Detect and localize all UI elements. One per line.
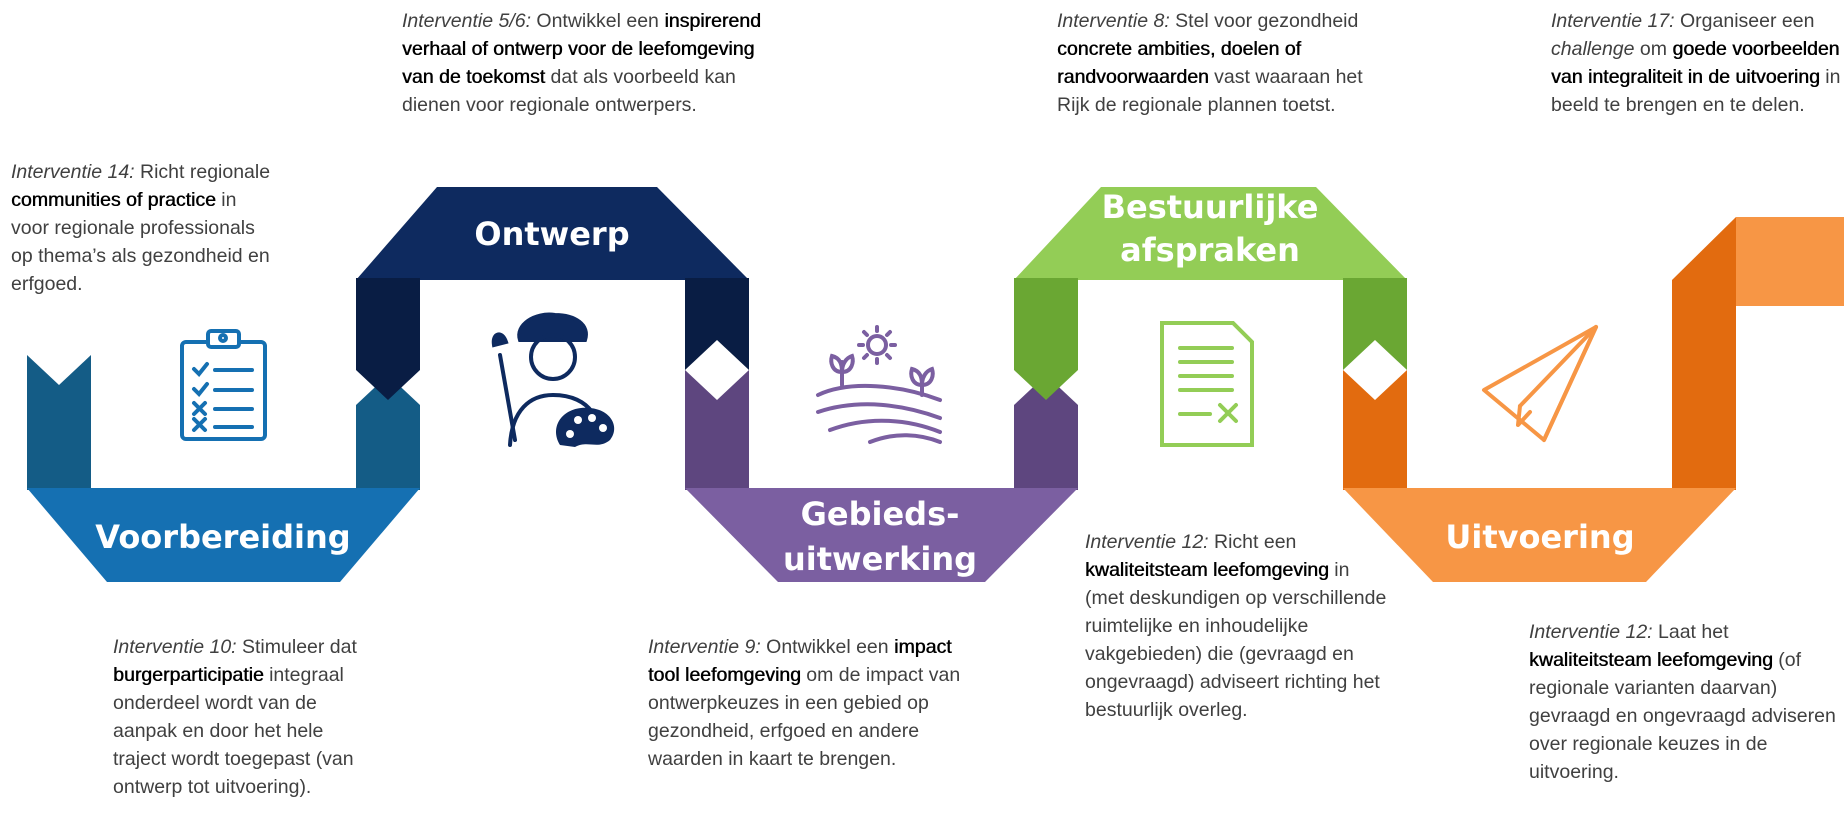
stage-uitvoering-right-post [1672, 217, 1736, 490]
note-highlight: goede voorbeelden van integraliteit in d… [1551, 38, 1840, 88]
note-highlight: burgerparticipatie [113, 664, 264, 686]
note-highlight: impact tool leefomgeving [648, 636, 952, 686]
stage-uitvoering-band [1343, 488, 1736, 582]
note-prefix: Interventie 10: [113, 636, 237, 658]
note-text: Stimuleer dat [236, 636, 357, 658]
note-interventie-8: Interventie 8: Stel voor gezondheid conc… [1057, 7, 1382, 119]
stage-gebieds-label-line2: uitwerking [783, 540, 977, 578]
note-interventie-9: Interventie 9: Ontwikkel een impact tool… [648, 633, 966, 773]
note-text: dat als voorbeeld kan dienen voor region… [402, 66, 736, 116]
stage-gebieds-left-post [685, 370, 749, 490]
note-text: Laat het [1652, 621, 1729, 643]
note-text: in beeld te brengen en te delen. [1551, 66, 1841, 116]
note-prefix: Interventie 8: [1057, 10, 1170, 32]
note-prefix: Interventie 14: [11, 161, 135, 183]
painter-palette-icon [491, 312, 615, 447]
stage-voorbereiding-band [27, 488, 420, 582]
stage-gebieds-band [685, 488, 1078, 582]
note-interventie-5-6: Interventie 5/6: Ontwikkel een inspirere… [402, 7, 762, 119]
stage-bestuurlijk-label-line2: afspraken [1120, 231, 1300, 269]
note-highlight: communities of practice [11, 189, 216, 211]
clipboard-checklist-icon [180, 329, 267, 441]
stage-bestuurlijk-left-post [1014, 278, 1078, 400]
stage-bestuurlijk-label-line1: Bestuurlijke [1102, 188, 1319, 226]
document-checklist-icon [1160, 321, 1254, 447]
stage-uitvoering-label: Uitvoering [1445, 518, 1634, 556]
note-highlight: kwaliteitsteam leefomgeving [1529, 649, 1773, 671]
note-interventie-12-a: Interventie 12: Richt een kwaliteitsteam… [1085, 528, 1390, 724]
note-text: vast waaraan het Rijk de regionale plann… [1057, 66, 1363, 116]
note-text: Ontwikkel een [531, 10, 665, 32]
paper-plane-icon [1482, 325, 1598, 442]
note-interventie-10: Interventie 10: Stimuleer dat burgerpart… [113, 633, 378, 801]
note-text: Ontwikkel een [760, 636, 895, 658]
note-interventie-14: Interventie 14: Richt regionale communit… [11, 158, 276, 298]
stage-ontwerp-right-post [685, 278, 749, 370]
stage-voorbereiding-right-post [356, 375, 420, 490]
note-prefix: Interventie 12: [1529, 621, 1653, 643]
stage-gebieds-label-line1: Gebieds- [801, 495, 960, 533]
note-text: in voor regionale professionals op thema… [11, 189, 270, 295]
note-text: om de impact van ontwerpkeuzes in een ge… [648, 664, 961, 770]
note-prefix: Interventie 12: [1085, 531, 1209, 553]
note-text: Richt een [1208, 531, 1297, 553]
note-text: Stel voor gezondheid [1169, 10, 1359, 32]
note-prefix: Interventie 17: [1551, 10, 1675, 32]
note-interventie-17: Interventie 17: Organiseer een challenge… [1551, 7, 1841, 119]
stage-uitvoering-left-post [1343, 370, 1407, 490]
note-text: Organiseer een [1674, 10, 1815, 32]
stage-voorbereiding-label: Voorbereiding [95, 518, 350, 556]
note-highlight: inspirerend verhaal of ontwerp voor de l… [402, 10, 761, 88]
note-highlight: kwaliteitsteam leefomgeving [1085, 559, 1329, 581]
note-interventie-12-b: Interventie 12: Laat het kwaliteitsteam … [1529, 618, 1841, 786]
stage-voorbereiding-left-post [27, 355, 91, 490]
note-text: integraal onderdeel wordt van de aanpak … [113, 664, 354, 798]
note-text: om [1634, 38, 1673, 60]
landscape-sun-plants-icon [816, 325, 942, 444]
stage-ontwerp-band [356, 187, 749, 280]
note-highlight: concrete ambities, doelen of randvoorwaa… [1057, 38, 1301, 88]
note-text: Richt regionale [134, 161, 271, 183]
note-prefix: Interventie 9: [648, 636, 761, 658]
stage-gebieds-right-post [1014, 375, 1078, 490]
note-emphasis: challenge [1551, 38, 1635, 60]
stage-bestuurlijk-band [1014, 187, 1407, 280]
stage-ontwerp-left-post [356, 278, 420, 400]
note-text: in (met deskundigen op verschillende rui… [1085, 559, 1387, 721]
stage-bestuurlijk-right-post [1343, 278, 1407, 370]
stage-uitvoering-tail [1736, 217, 1844, 306]
note-prefix: Interventie 5/6: [402, 10, 531, 32]
stage-ontwerp-label: Ontwerp [474, 215, 629, 253]
note-text: (of regionale varianten daarvan) gevraag… [1529, 649, 1836, 783]
